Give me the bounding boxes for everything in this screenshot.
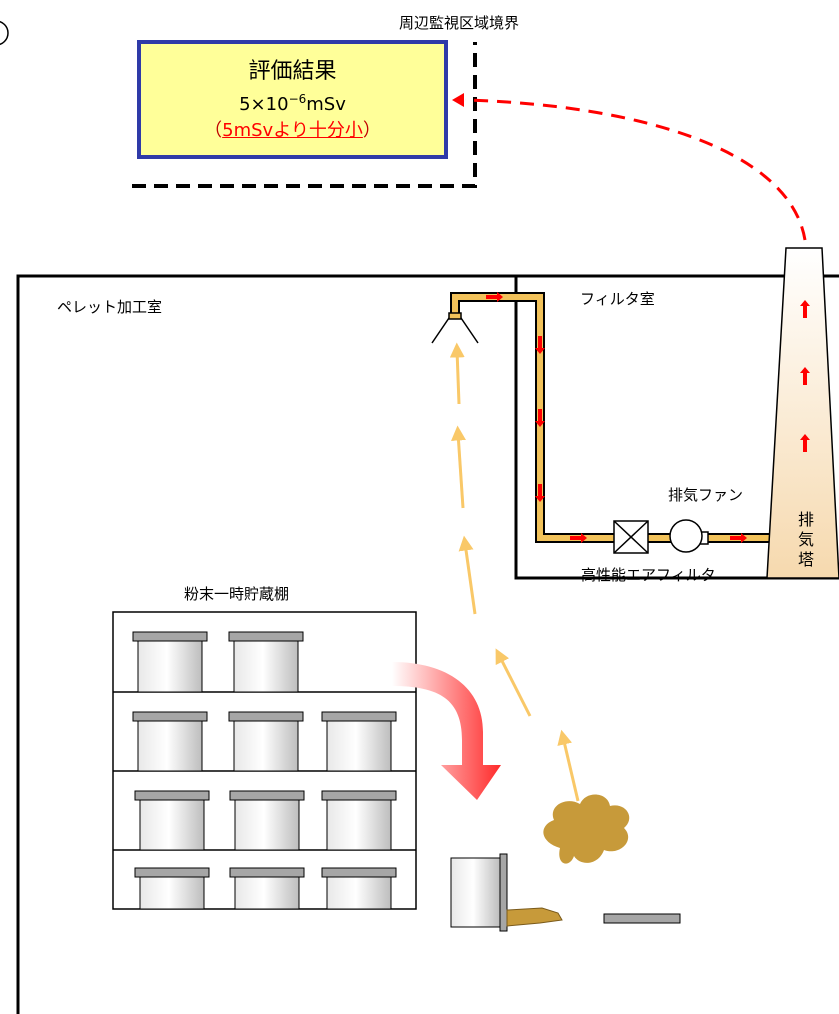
result-title: 評価結果 [248,59,337,84]
result-note: （5mSvより十分小） [141,118,444,144]
hepa-filter-label: 高性能エアフィルタ [581,566,716,584]
exhaust-fan-label: 排気ファン [668,486,744,504]
pellet-room-wall [16,274,839,1014]
stack-char-2: 気 [797,530,814,549]
monitoring-boundary-line [132,42,477,188]
storage-shelf-label: 粉末一時貯蔵棚 [184,585,290,603]
dropped-lid [603,913,681,924]
dose-exponent: −6 [288,92,307,106]
powder-cloud [543,794,630,864]
exhaust-stack [766,247,839,579]
dose-base: 5×10 [239,94,289,115]
fallen-can [450,853,508,932]
stack-char-3: 塔 [797,550,814,569]
exhaust-stack-label: 排 気 塔 [786,510,826,570]
hepa-filter-symbol [613,520,649,554]
filter-room-wall [514,276,839,580]
spilled-powder [506,907,563,927]
storage-cans [132,631,397,910]
boundary-label: 周辺監視区域境界 [399,14,520,32]
dose-unit: mSv [306,94,346,115]
result-dose: 5×10−6mSv [141,86,444,118]
exhaust-fan-symbol [669,519,709,553]
stack-char-1: 排 [797,510,814,529]
airflow-arrows [449,342,580,802]
result-note-text: 5mSvより十分小 [222,120,363,141]
filter-room-label: フィルタ室 [580,290,655,308]
exhaust-hood [431,317,479,344]
falling-arrow [392,662,501,800]
paren-close: ） [362,120,381,141]
item-number-circle [0,20,9,46]
release-path [464,98,807,241]
exhaust-direction-arrows [486,292,810,543]
paren-open: （ [204,120,223,141]
evaluation-result-box: 評価結果 5×10−6mSv （5mSvより十分小） [137,40,448,159]
pellet-room-label: ペレット加工室 [57,298,163,316]
